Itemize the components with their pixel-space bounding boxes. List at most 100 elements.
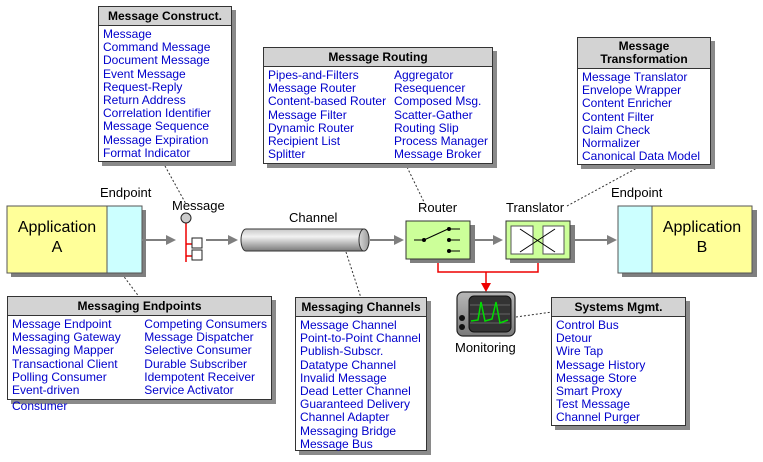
pattern-link[interactable]: Channel Purger [556, 410, 641, 425]
channel-label: Channel [289, 210, 338, 225]
router-label: Router [418, 200, 458, 215]
pattern-link[interactable]: Envelope Wrapper [582, 83, 682, 98]
pattern-link[interactable]: Datatype Channel [300, 357, 397, 372]
pattern-link[interactable]: Dead Letter Channel [300, 384, 411, 399]
pattern-link[interactable]: Detour [556, 331, 593, 346]
monitoring-icon [456, 291, 516, 337]
panel-title: Message Construct. [99, 7, 231, 26]
pattern-link[interactable]: Command Message [103, 40, 211, 55]
panel-title: Message Routing [264, 48, 492, 67]
pattern-link[interactable]: Test Message [556, 397, 631, 412]
pattern-link[interactable]: Wire Tap [556, 344, 604, 359]
pattern-link[interactable]: Message Dispatcher [144, 330, 254, 345]
pattern-link[interactable]: Invalid Message [300, 370, 387, 385]
panel-title: Messaging Endpoints [8, 297, 271, 316]
pattern-link[interactable]: Smart Proxy [556, 384, 623, 399]
pattern-link[interactable]: Transactional Client [12, 356, 118, 371]
pattern-link[interactable]: Message Sequence [103, 119, 210, 134]
channel-pipe-icon [240, 228, 370, 252]
translator-icon [505, 220, 575, 263]
application-a [6, 205, 146, 277]
pattern-link[interactable]: Routing Slip [393, 120, 459, 135]
pattern-link[interactable]: Format Indicator [103, 145, 191, 160]
pattern-link[interactable]: Event-driven [12, 383, 80, 398]
panel-title-line: Message [618, 39, 670, 53]
pattern-link[interactable]: Guaranteed Delivery [300, 397, 411, 412]
pattern-link[interactable]: Messaging Mapper [12, 343, 115, 358]
pattern-link[interactable]: Canonical Data Model [582, 149, 701, 164]
pattern-link[interactable]: Splitter [268, 147, 306, 162]
pattern-link[interactable]: Content-based Router [268, 94, 387, 109]
pattern-link[interactable]: Aggregator [393, 68, 454, 82]
pattern-link-consumer-overflow[interactable]: Consumer [12, 399, 68, 413]
pattern-link[interactable]: Idempotent Receiver [144, 369, 256, 384]
pattern-link[interactable]: Process Manager [393, 134, 488, 149]
pattern-link[interactable]: Point-to-Point Channel [300, 331, 421, 346]
pattern-link[interactable]: Message Expiration [103, 132, 209, 147]
pattern-link[interactable]: Return Address [103, 93, 186, 108]
pattern-link[interactable]: Message Bus [300, 436, 373, 451]
control-bus-arrow [481, 283, 491, 292]
pattern-link[interactable]: Message History [556, 357, 646, 372]
pattern-link[interactable]: Content Filter [582, 109, 655, 124]
panel-title: Systems Mgmt. [552, 298, 685, 317]
pattern-link[interactable]: Normalizer [582, 136, 641, 151]
router-icon [405, 220, 475, 263]
pattern-link[interactable]: Channel Adapter [300, 410, 390, 425]
application-b [617, 205, 757, 277]
pattern-link[interactable]: Polling Consumer [12, 369, 107, 384]
pattern-link[interactable]: Message Endpoint [12, 317, 112, 331]
pattern-link[interactable]: Durable Subscriber [144, 356, 247, 371]
pattern-link[interactable]: Message Router [268, 81, 357, 96]
pattern-link[interactable]: Pipes-and-Filters [268, 68, 359, 82]
pattern-link[interactable]: Message Store [556, 370, 637, 385]
translator-label: Translator [506, 200, 565, 215]
pattern-link[interactable]: Recipient List [268, 134, 341, 149]
pattern-link[interactable]: Resequencer [393, 81, 466, 96]
endpoint-b [617, 205, 653, 274]
endpoint-left-label: Endpoint [100, 185, 152, 200]
pattern-link[interactable]: Selective Consumer [144, 343, 252, 358]
pattern-link[interactable]: Claim Check [582, 122, 651, 137]
pattern-link[interactable]: Competing Consumers [144, 317, 267, 331]
message-icon [180, 212, 203, 262]
pattern-link[interactable]: Event Message [103, 66, 186, 81]
pattern-link[interactable]: Message [103, 27, 152, 41]
application-a-letter: A [51, 239, 63, 256]
panel-title: Message Transformation [578, 38, 710, 69]
panel-title-line: Transformation [600, 52, 688, 66]
application-b-name: Application [662, 219, 742, 236]
pattern-link[interactable]: Message Translator [582, 70, 688, 84]
pattern-link[interactable]: Request-Reply [103, 79, 183, 94]
monitoring-label: Monitoring [455, 340, 516, 355]
application-b-letter: B [696, 239, 708, 256]
pattern-link[interactable]: Composed Msg. [393, 94, 482, 109]
pattern-link[interactable]: Scatter-Gather [393, 107, 473, 122]
pattern-link[interactable]: Messaging Gateway [12, 330, 121, 345]
pattern-link[interactable]: Dynamic Router [268, 120, 355, 135]
pattern-link[interactable]: Message Filter [268, 107, 347, 122]
pattern-link[interactable]: Content Enricher [582, 96, 673, 111]
pattern-link[interactable]: Control Bus [556, 318, 619, 332]
panel-title: Messaging Channels [296, 298, 426, 317]
pattern-link[interactable]: Message Channel [300, 318, 397, 332]
pattern-link[interactable]: Publish-Subscr. [300, 344, 384, 359]
pattern-link[interactable]: Message Broker [393, 147, 482, 162]
pattern-link[interactable]: Messaging Bridge [300, 423, 397, 438]
pattern-link[interactable]: Service Activator [144, 383, 234, 398]
pattern-link[interactable]: Document Message [103, 53, 210, 68]
pattern-link[interactable]: Correlation Identifier [103, 106, 212, 121]
application-b-label: Application B [660, 218, 744, 258]
